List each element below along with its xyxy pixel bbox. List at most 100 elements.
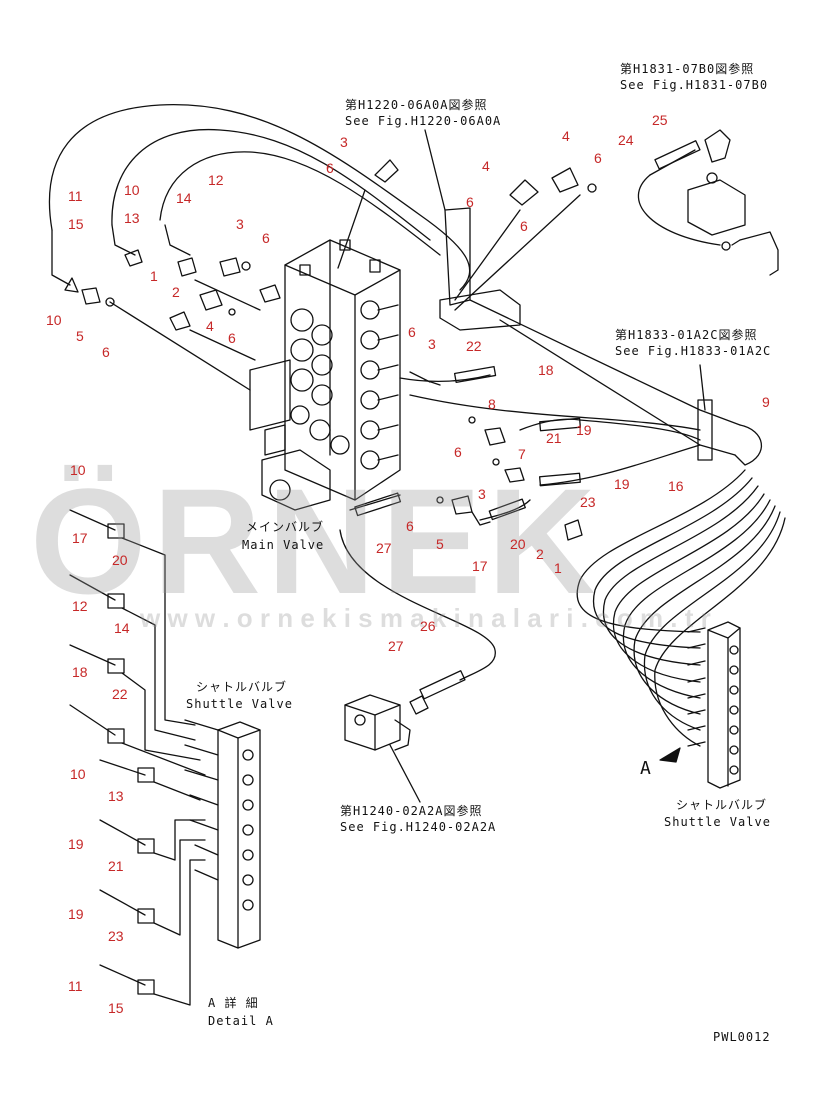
part-number: 6: [520, 218, 528, 234]
ref-leader-h1833: [699, 364, 706, 411]
part-number: 27: [388, 638, 404, 654]
ref-leader-h1220: [424, 129, 446, 211]
bracket-plate: [444, 207, 471, 306]
part-number: 18: [72, 664, 88, 680]
part-number: 23: [108, 928, 124, 944]
part-number: 17: [472, 558, 488, 574]
part-number: 23: [580, 494, 596, 510]
part-number: 3: [340, 134, 348, 150]
shuttle-valve-right: [707, 621, 741, 789]
ref-h1833-jp: 第H1833-01A2C図参照: [615, 328, 758, 342]
part-number: 1: [150, 268, 158, 284]
hose-22: [399, 374, 491, 383]
part-number: 19: [68, 836, 84, 852]
part-number: 13: [124, 210, 140, 226]
ref-h1240-jp: 第H1240-02A2A図参照: [340, 804, 483, 818]
part-number: 6: [406, 518, 414, 534]
part-number: 24: [618, 132, 634, 148]
ref-h1831-en: See Fig.H1831-07B0: [620, 78, 769, 92]
part-number: 6: [594, 150, 602, 166]
shuttle-left-en: Shuttle Valve: [186, 697, 293, 711]
part-number: 21: [108, 858, 124, 874]
right-hose-elbow: [739, 231, 779, 276]
loop-hose-top: [637, 174, 721, 246]
part-number: 25: [652, 112, 668, 128]
hose-top-mid: [111, 128, 431, 241]
part-number: 6: [466, 194, 474, 210]
main-valve-jp: メインバルブ: [246, 520, 325, 534]
hose-27-upper: [349, 494, 401, 511]
part-number: 6: [102, 344, 110, 360]
hose-26: [339, 529, 496, 681]
hose-18: [409, 394, 701, 431]
ref-h1220-en: See Fig.H1220-06A0A: [345, 114, 502, 128]
hose-left-11: [51, 229, 71, 286]
part-number: 3: [236, 216, 244, 232]
shuttle-left-jp: シャトルバルブ: [196, 680, 288, 694]
part-number: 8: [488, 396, 496, 412]
ref-h1831-jp: 第H1831-07B0図参照: [620, 62, 755, 76]
hose-top-inner: [159, 151, 441, 256]
part-number: 10: [124, 182, 140, 198]
part-number: 6: [326, 160, 334, 176]
part-number: 22: [466, 338, 482, 354]
hose-19-b: [539, 444, 701, 486]
part-number: 11: [68, 188, 83, 204]
hose-left-14: [164, 224, 191, 256]
mounting-bracket: [439, 289, 521, 331]
block-cube: [687, 179, 746, 236]
part-number: 3: [478, 486, 486, 502]
part-number: 21: [546, 430, 562, 446]
part-number: 4: [482, 158, 490, 174]
hose-20: [479, 499, 531, 521]
fitting-4-b: [551, 167, 579, 193]
part-number: 15: [68, 216, 84, 232]
hose-bundle: [576, 469, 786, 747]
detail-a-hoses: [69, 509, 219, 1006]
part-number: 12: [72, 598, 88, 614]
ref-h1833-en: See Fig.H1833-01A2C: [615, 344, 772, 358]
part-number: 20: [510, 536, 526, 552]
part-number: 27: [376, 540, 392, 556]
part-number: 2: [172, 284, 180, 300]
ref-h1240-en: See Fig.H1240-02A2A: [340, 820, 497, 834]
view-letter-a: A: [640, 758, 652, 779]
shuttle-valve-left: [217, 721, 261, 949]
hose-top-outer: [48, 104, 471, 291]
shuttle-right-jp: シャトルバルブ: [676, 798, 768, 812]
part-number: 13: [108, 788, 124, 804]
part-number: 4: [562, 128, 570, 144]
part-number: 10: [46, 312, 62, 328]
part-number: 2: [536, 546, 544, 562]
part-number: 18: [538, 362, 554, 378]
part-number: 14: [176, 190, 192, 206]
lower-valve-block: [344, 694, 411, 751]
part-number: 11: [68, 978, 83, 994]
hose-left-10: [111, 224, 136, 256]
part-number: 19: [68, 906, 84, 922]
part-number: 10: [70, 462, 86, 478]
main-valve-spools: [290, 239, 399, 470]
main-valve-en: Main Valve: [242, 538, 325, 552]
main-valve-body: [249, 239, 401, 511]
detail-a-en: Detail A: [208, 1014, 274, 1028]
part-number: 20: [112, 552, 128, 568]
tee-fitting: [704, 129, 731, 163]
part-number: 5: [76, 328, 84, 344]
part-number: 6: [262, 230, 270, 246]
pipe-end: [734, 424, 763, 466]
ref-leader-h1240: [389, 744, 421, 803]
part-number: 15: [108, 1000, 124, 1016]
part-number: 19: [576, 422, 592, 438]
part-number: 26: [420, 618, 436, 634]
drawing-code: PWL0012: [713, 1030, 771, 1044]
part-number: 4: [206, 318, 214, 334]
fitting-3-top: [374, 159, 399, 183]
watermark-brand: ÖRNEK: [30, 457, 602, 625]
clamp-9: [697, 399, 713, 461]
part-number: 9: [762, 394, 770, 410]
part-number: 5: [436, 536, 444, 552]
part-number: 16: [668, 478, 684, 494]
